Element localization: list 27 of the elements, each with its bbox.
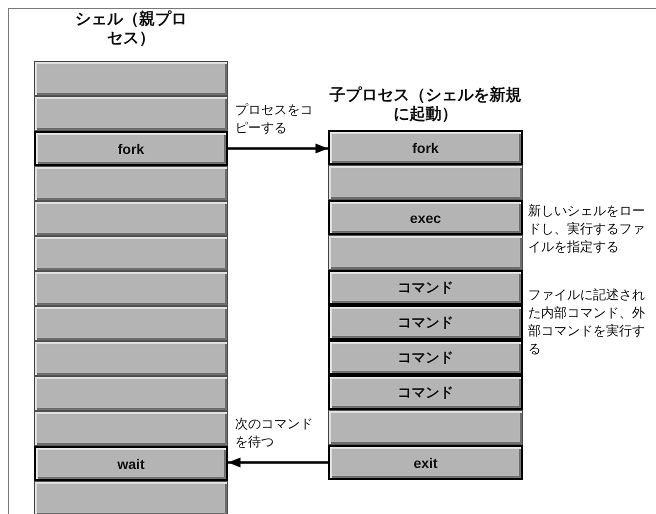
empty-row-box [34,306,228,341]
annotation-text: 新しいシェルをロードし、実行するファイルを指定する [528,202,646,256]
process-step-box: コマンド [328,340,523,375]
empty-row-box [34,201,228,236]
empty-row-box [34,96,228,131]
empty-row-box [34,341,228,376]
empty-row-box [328,235,523,270]
empty-row-box [34,236,228,271]
process-step-box: fork [34,131,228,166]
process-step-box: wait [34,446,228,481]
empty-row-box [34,166,228,201]
process-step-box: コマンド [328,305,523,340]
process-step-box: fork [328,130,523,165]
empty-row-box [34,411,228,446]
empty-row-box [34,481,228,514]
empty-row-box [34,271,228,306]
process-step-box: exec [328,200,523,235]
annotation-text: ファイルに記述された内部コマンド、外部コマンドを実行する [528,286,646,358]
empty-row-box [328,410,523,445]
process-step-box: コマンド [328,375,523,410]
column-heading: シェル（親プロセス） [74,10,188,48]
column-heading: 子プロセス（シェルを新規に起動） [328,86,522,124]
empty-row-box [34,376,228,411]
empty-row-box [328,165,523,200]
process-step-box: exit [328,445,523,480]
process-step-box: コマンド [328,270,523,305]
empty-row-box [34,61,228,96]
